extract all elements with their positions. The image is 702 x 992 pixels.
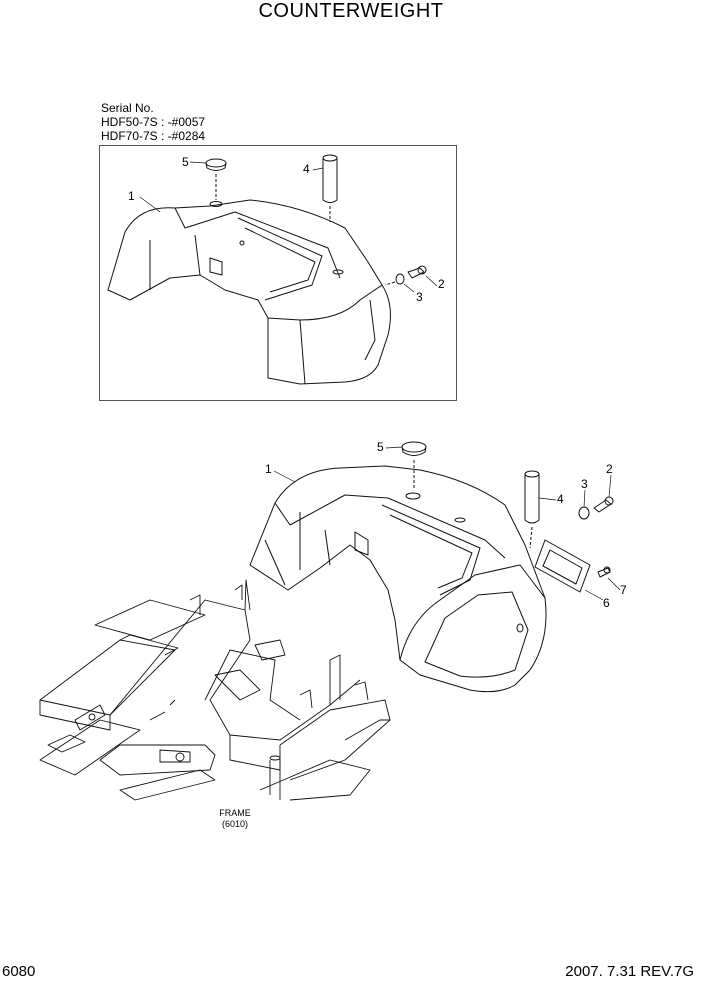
main-plate [534, 539, 591, 593]
inset-callout-1: 1 [128, 189, 135, 203]
frame-label: FRAME (6010) [205, 808, 265, 830]
page-number: 6080 [2, 963, 36, 980]
main-callout-4: 4 [557, 492, 564, 506]
main-screw [597, 566, 611, 578]
inset-plug [205, 158, 227, 200]
inset-callout-3: 3 [416, 290, 423, 304]
frame-structure [39, 579, 391, 801]
inset-callout-5: 5 [182, 155, 189, 169]
frame-label-name: FRAME [219, 808, 251, 818]
serial-line-hdf50: HDF50-7S : -#0057 [101, 115, 206, 129]
inset-callout-4: 4 [303, 162, 310, 176]
inset-counterweight [107, 199, 391, 385]
inset-leaders [139, 161, 438, 293]
main-counterweight [249, 465, 547, 693]
main-callout-5: 5 [377, 440, 384, 454]
serial-info: Serial No. HDF50-7S : -#0057 HDF70-7S : … [101, 101, 205, 143]
main-callout-1: 1 [265, 462, 272, 476]
inset-callout-2: 2 [438, 277, 445, 291]
revision-date: 2007. 7.31 REV.7G [565, 963, 694, 980]
page-title: COUNTERWEIGHT [258, 0, 444, 22]
serial-heading: Serial No. [101, 101, 154, 115]
main-leaders [273, 446, 621, 601]
main-callout-2: 2 [606, 462, 613, 476]
inset-bolt-washer [384, 265, 427, 286]
serial-line-hdf70: HDF70-7S : -#0284 [101, 129, 206, 143]
main-callout-7: 7 [620, 583, 627, 597]
frame-label-ref: (6010) [221, 819, 248, 829]
main-pin [524, 470, 540, 549]
main-callout-6: 6 [603, 596, 610, 610]
inset-pin [322, 154, 338, 222]
main-callout-3: 3 [581, 477, 588, 491]
main-plug [401, 441, 427, 490]
inset-diagram-frame [99, 145, 457, 401]
